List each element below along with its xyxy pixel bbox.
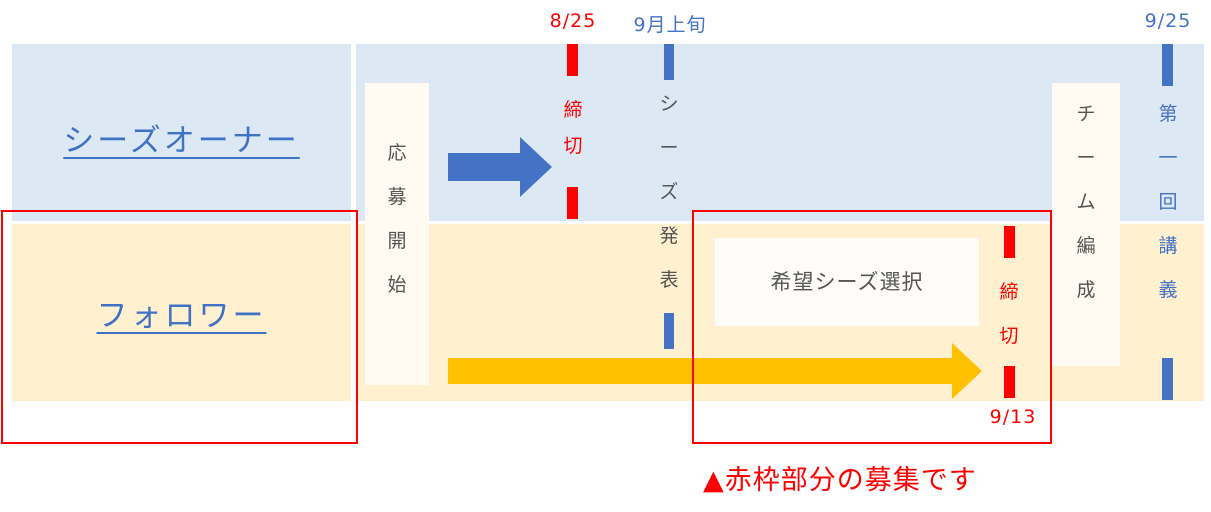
- char: 編: [1076, 235, 1096, 257]
- owner-deadline-tick-bottom: [567, 187, 578, 219]
- char: 表: [659, 269, 679, 291]
- team-formation-label: チ ー ム 編 成: [1052, 92, 1120, 312]
- owner-role-label: シーズオーナー: [63, 122, 300, 159]
- application-start-panel: [365, 83, 429, 385]
- char: 一: [1158, 147, 1178, 169]
- char: 切: [999, 325, 1019, 347]
- char: 義: [1158, 279, 1178, 301]
- char: 切: [563, 135, 583, 157]
- follower-deadline-label: 締 切: [988, 270, 1030, 358]
- first-lecture-tick-bottom: [1162, 358, 1173, 400]
- follower-deadline-tick-bottom: [1004, 366, 1015, 398]
- follower-arrow: [448, 343, 982, 399]
- follower-role-label: フォロワー: [96, 297, 267, 334]
- announcement-tick-bottom: [664, 313, 674, 349]
- owner-deadline-label: 締 切: [552, 92, 594, 164]
- first-lecture-label: 第 一 回 講 義: [1147, 92, 1189, 312]
- first-lecture-tick-top: [1162, 44, 1173, 86]
- team-formation-panel: [1052, 83, 1120, 366]
- owner-deadline-date: 8/25: [549, 10, 597, 32]
- first-lecture-date: 9/25: [1144, 10, 1192, 32]
- announcement-tick-top: [664, 44, 674, 80]
- application-start-label: 応 募 開 始: [365, 131, 429, 307]
- seeds-selection-label: 希望シーズ選択: [770, 270, 924, 294]
- follower-band-label-cell: [12, 224, 351, 401]
- char: 締: [999, 281, 1019, 303]
- char: ム: [1076, 191, 1096, 213]
- owner-arrow: [448, 137, 552, 197]
- char: ー: [1076, 147, 1096, 169]
- char: 始: [387, 274, 407, 296]
- char: 応: [387, 142, 407, 164]
- announcement-date: 9月上旬: [633, 14, 707, 36]
- seeds-announcement-label: シ ー ズ 発 表: [648, 82, 690, 302]
- seeds-selection-panel: [715, 238, 979, 326]
- follower-deadline-date: 9/13: [989, 406, 1037, 428]
- follower-recruitment-highlight-frame: [692, 210, 1052, 444]
- char: 講: [1158, 235, 1178, 257]
- recruitment-note: ▲赤枠部分の募集です: [703, 465, 977, 496]
- owner-band-label-cell: [12, 44, 351, 221]
- char: 開: [387, 230, 407, 252]
- char: 第: [1158, 103, 1178, 125]
- char: チ: [1076, 103, 1096, 125]
- char: 回: [1158, 191, 1178, 213]
- follower-label-highlight-frame: [1, 210, 358, 444]
- char: 募: [387, 186, 407, 208]
- char: 発: [659, 225, 679, 247]
- char: シ: [659, 93, 679, 115]
- char: ズ: [659, 181, 679, 203]
- owner-deadline-tick-top: [567, 44, 578, 76]
- char: ー: [659, 137, 679, 159]
- char: 締: [563, 99, 583, 121]
- follower-deadline-tick-top: [1004, 226, 1015, 258]
- char: 成: [1076, 279, 1096, 301]
